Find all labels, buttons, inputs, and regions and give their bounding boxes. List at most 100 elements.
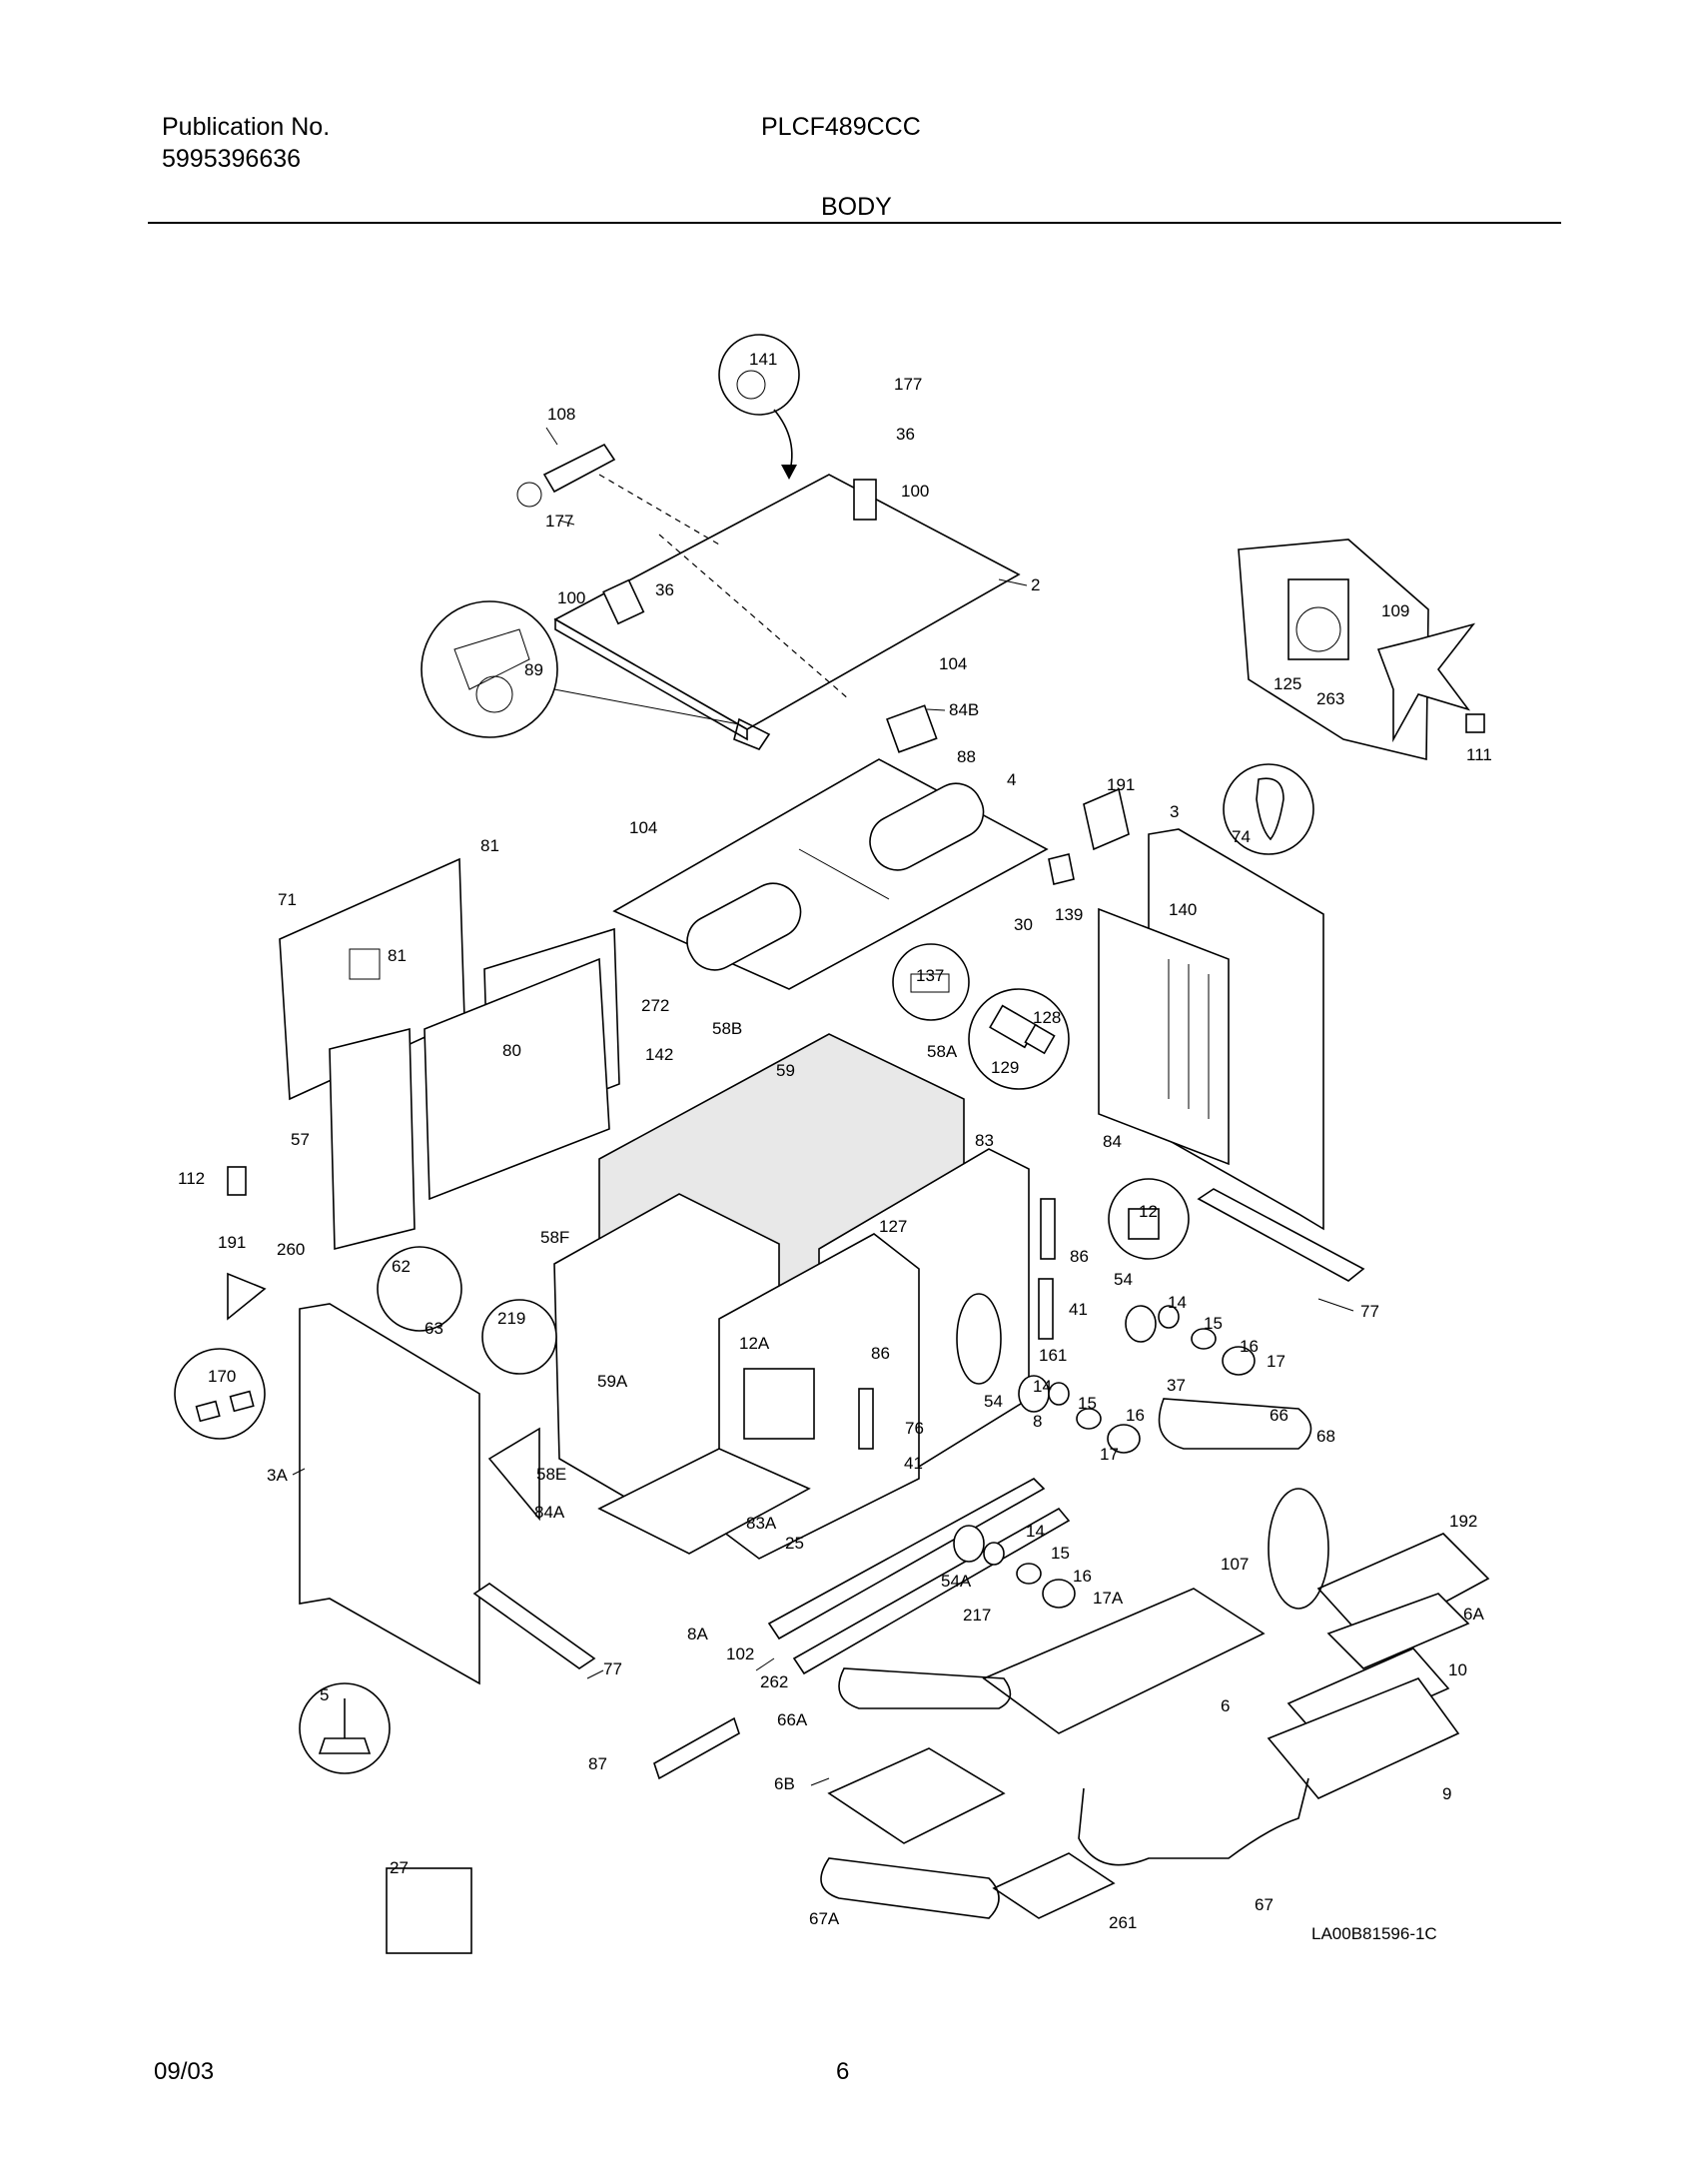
callout: 36: [655, 580, 674, 599]
callout: 217: [963, 1606, 991, 1625]
callout: 58F: [540, 1228, 569, 1247]
callout: 80: [502, 1041, 521, 1060]
bracket-191-139: [1048, 787, 1130, 885]
callout: 177: [894, 375, 922, 394]
callout: 37: [1167, 1376, 1186, 1395]
callout: 104: [629, 818, 657, 837]
callout: 262: [760, 1672, 788, 1691]
callout: 112: [178, 1169, 205, 1188]
callout: 127: [879, 1217, 907, 1236]
callout: 57: [291, 1130, 310, 1149]
leader-lines: [292, 427, 1354, 1786]
callout: 3: [1170, 802, 1179, 821]
detail-circle-128: [968, 988, 1070, 1090]
callout: 36: [896, 425, 915, 444]
callout: 87: [588, 1754, 607, 1773]
detail-circle-12: [1108, 1178, 1190, 1260]
detail-circle-5: [299, 1682, 391, 1774]
callout: 12A: [739, 1334, 770, 1353]
callout: 8: [1033, 1412, 1042, 1431]
callout: 15: [1204, 1314, 1223, 1333]
callout: 74: [1232, 827, 1251, 846]
callout: 84A: [534, 1503, 565, 1522]
callout: 77: [603, 1659, 622, 1678]
side-panel-left: [299, 1303, 540, 1685]
callout: 161: [1039, 1346, 1067, 1365]
callout: 125: [1274, 674, 1301, 693]
callout: 12: [1139, 1202, 1158, 1221]
callout: 84B: [949, 700, 979, 719]
callout: 58E: [536, 1465, 566, 1484]
left-small-parts: [174, 1166, 557, 1440]
callout: 83: [975, 1131, 994, 1150]
callout: 67: [1255, 1895, 1274, 1914]
top-panel-drawing: [553, 474, 1021, 741]
footer-page-number: 6: [836, 2058, 850, 2085]
callout: 86: [1070, 1247, 1089, 1266]
callout: 16: [1240, 1337, 1259, 1356]
callout: 58B: [712, 1019, 742, 1038]
callout: 77: [1360, 1302, 1379, 1321]
racks-and-elements: [820, 1398, 1490, 1919]
detail-circle-89: [421, 600, 771, 750]
footer-date: 09/03: [154, 2058, 215, 2085]
callout: 86: [871, 1344, 890, 1363]
callout: 14: [1168, 1293, 1187, 1312]
callout: 4: [1007, 770, 1016, 789]
callout: 59A: [597, 1372, 628, 1391]
detail-circle-74: [1223, 763, 1314, 855]
callout: 58A: [927, 1042, 958, 1061]
callout: 191: [1107, 775, 1135, 794]
callout: 9: [1442, 1784, 1451, 1803]
diagram-code: LA00B81596-1C: [1311, 1924, 1437, 1943]
callout: 15: [1078, 1394, 1097, 1413]
callout: 83A: [746, 1514, 777, 1533]
callout: 108: [547, 405, 575, 424]
callout: 104: [939, 654, 967, 673]
model-number: PLCF489CCC: [761, 113, 921, 141]
fan-108-drawing: [516, 443, 720, 546]
callout: 66A: [777, 1710, 808, 1729]
callout: 272: [641, 996, 669, 1015]
callout: 15: [1051, 1544, 1070, 1563]
callout: 63: [425, 1319, 443, 1338]
callout: 88: [957, 747, 976, 766]
detail-box-27: [386, 1867, 472, 1954]
callout: 128: [1033, 1008, 1061, 1027]
callout: 14: [1026, 1522, 1045, 1541]
callout: 54: [1114, 1270, 1133, 1289]
callout: 5: [320, 1685, 329, 1704]
callout: 81: [480, 836, 499, 855]
publication-number: 5995396636: [162, 145, 302, 173]
callout: 16: [1073, 1567, 1092, 1586]
callout: 100: [557, 588, 585, 607]
callout: 170: [208, 1367, 236, 1386]
callout: 100: [901, 482, 929, 501]
callout: 261: [1109, 1913, 1137, 1932]
callout: 17: [1267, 1352, 1285, 1371]
side-panel-right: [1098, 828, 1324, 1231]
callout: 25: [785, 1534, 804, 1553]
cooktop-frame-drawing: [612, 704, 1049, 990]
callout: 41: [1069, 1300, 1088, 1319]
callout: 3A: [267, 1466, 288, 1485]
callout: 6A: [1463, 1605, 1484, 1624]
oven-cavity-drawing: [553, 1033, 1056, 1560]
section-title: BODY: [821, 193, 892, 221]
callout: 10: [1448, 1660, 1467, 1679]
callout: 219: [497, 1309, 525, 1328]
callout: 141: [749, 350, 777, 369]
callout: 2: [1031, 575, 1040, 594]
light-assemblies: [953, 1305, 1256, 1609]
convection-fan-box: [1238, 539, 1485, 761]
callout: 67A: [809, 1909, 840, 1928]
callout: 8A: [687, 1625, 708, 1643]
callout: 68: [1316, 1427, 1335, 1446]
detail-circle-137: [892, 943, 970, 1021]
callout: 102: [726, 1644, 754, 1663]
detail-circle-141: [718, 334, 800, 480]
callout: 129: [991, 1058, 1019, 1077]
callout: 140: [1169, 900, 1197, 919]
callout: 111: [1466, 745, 1492, 764]
